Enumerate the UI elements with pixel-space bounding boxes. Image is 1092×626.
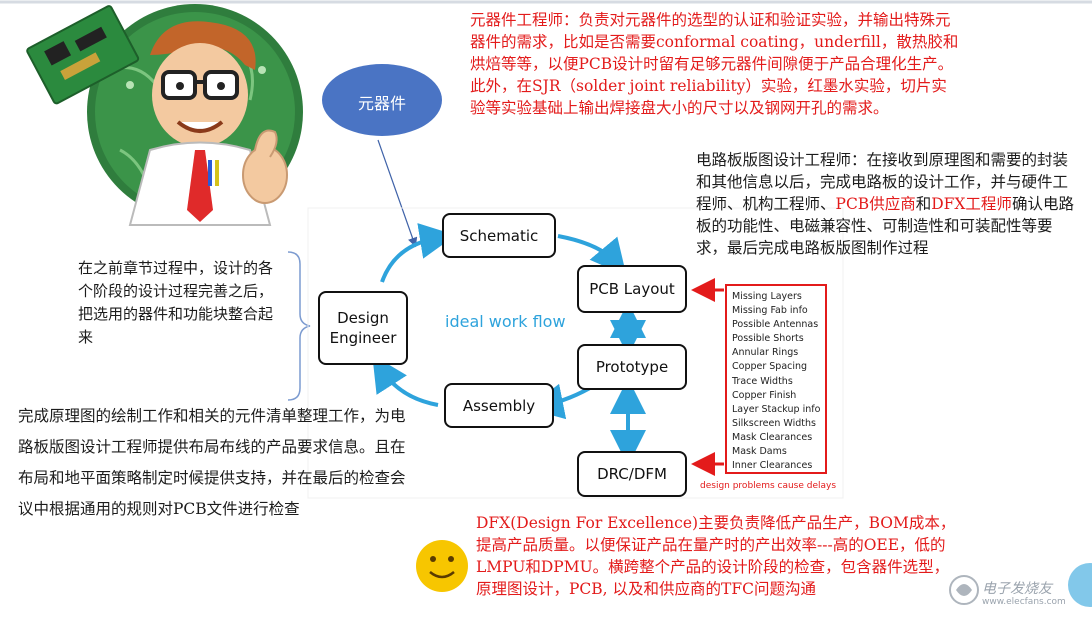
component-bubble-label: 元器件 xyxy=(357,94,406,113)
checklist-item: Annular Rings xyxy=(732,347,799,359)
pcb-layout-label: PCB Layout xyxy=(589,280,675,298)
checklist-item: Mask Dams xyxy=(732,446,787,458)
checklist-item: Copper Finish xyxy=(732,389,797,401)
corner-widget-icon xyxy=(1068,563,1092,607)
prototype-label: Prototype xyxy=(595,358,669,376)
left-note-text: 在之前章节过程中，设计的各个阶段的设计过程完善之后，把选用的器件和功能块整合起来 xyxy=(78,259,274,346)
watermark-url: www.elecfans.com xyxy=(982,597,1066,607)
layout-engineer-text: 电路板版图设计工程师：在接收到原理图和需要的封装和其他信息以后，完成电路板的设计… xyxy=(696,149,1076,259)
design-engineer-box: Design Engineer xyxy=(318,291,408,365)
dfx-text: DFX(Design For Excellence)主要负责降低产品生产，BOM… xyxy=(476,514,956,598)
pcb-layout-box: PCB Layout xyxy=(577,265,687,313)
checklist-item: Missing Layers xyxy=(732,291,802,302)
checklist-item: Trace Widths xyxy=(732,375,793,387)
engineer-cartoon-icon xyxy=(26,4,303,226)
smiley-icon xyxy=(416,540,468,592)
drc-dfm-box: DRC/DFM xyxy=(577,451,687,497)
checklist-item: Mask Clearances xyxy=(732,431,813,443)
dfx-engineer-highlight: DFX工程师 xyxy=(931,195,1012,213)
checklist-item: Copper Spacing xyxy=(732,361,808,373)
layout-engineer-part: 确认电路板的功能性、电磁兼容性、可制造性和可装配性等要求，最后完成电路板版图制作… xyxy=(696,195,1074,257)
watermark-logo-icon xyxy=(949,575,979,605)
problem-arrows xyxy=(691,278,724,476)
component-bubble xyxy=(322,64,442,136)
checklist-caption: design problems cause delays xyxy=(700,481,837,491)
drc-dfm-label: DRC/DFM xyxy=(597,465,667,483)
assembly-box: Assembly xyxy=(444,383,554,428)
component-engineer-text: 元器件工程师：负责对元器件的选型的认证和验证实验，并输出特殊元器件的需求，比如是… xyxy=(470,11,959,117)
watermark-cn: 电子发烧友 xyxy=(982,581,1052,597)
assembly-label: Assembly xyxy=(462,396,536,415)
checklist-item: Layer Stackup info xyxy=(732,403,821,415)
schematic-label: Schematic xyxy=(459,226,539,245)
layout-engineer-part: 和 xyxy=(915,195,932,213)
schematic-box: Schematic xyxy=(442,213,556,258)
left-brace xyxy=(287,251,311,401)
checklist-item: Inner Clearances xyxy=(732,460,813,472)
checklist-item: Possible Shorts xyxy=(732,333,804,345)
flow-arrows xyxy=(372,223,646,466)
checklist-item: Possible Antennas xyxy=(732,319,819,331)
bubble-pointer-arrow xyxy=(377,139,418,248)
layout-engineer-part: 电路板版图设计工程师：在接收到原理图和需要的封装和其他信息以后，完成电路板的设计… xyxy=(696,151,1069,213)
design-engineer-duty-text: 完成原理图的绘制工作和相关的元件清单整理工作，为电路板版图设计工程师提供布局布线… xyxy=(18,407,406,518)
pcb-supplier-highlight: PCB供应商 xyxy=(835,195,916,213)
checklist-item: Silkscreen Widths xyxy=(732,417,816,429)
problem-checklist: Missing Layers Missing Fab info Possible… xyxy=(725,284,827,474)
prototype-box: Prototype xyxy=(577,344,687,390)
design-engineer-label: Design Engineer xyxy=(329,309,397,347)
ideal-work-flow-label: ideal work flow xyxy=(445,312,566,331)
flow-frame xyxy=(307,207,844,499)
checklist-item: Missing Fab info xyxy=(732,305,808,317)
